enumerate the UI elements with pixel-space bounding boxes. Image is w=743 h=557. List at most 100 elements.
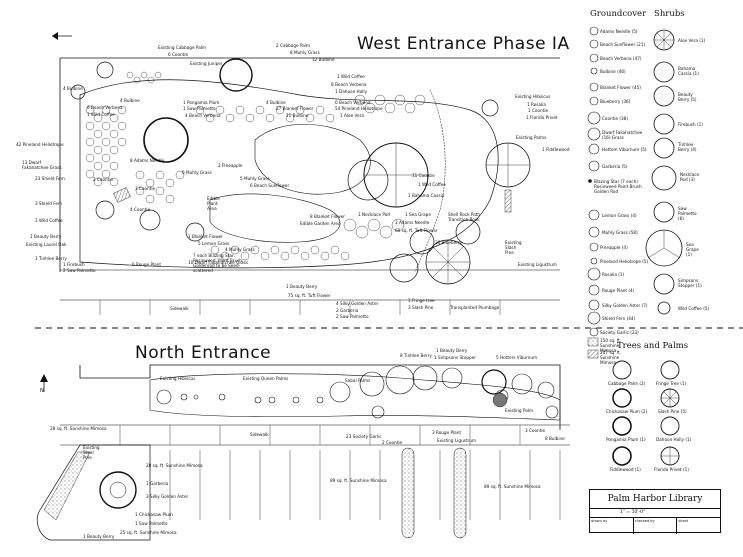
legend-item: 150 sq. ft. Sunshine Mimosa: [600, 338, 622, 353]
plan-label: 4 Silky Golden Aster: [336, 301, 379, 306]
title-block-cell: drawn by: [590, 518, 634, 534]
plan-label: 3 Silky Golden Aster: [146, 494, 189, 499]
plan-label: 26 Blueberry: [435, 240, 463, 245]
plan-label: 1 Tinhlee Berry: [35, 256, 67, 261]
plan-label: Edible Plant Area: [207, 196, 220, 211]
corner-bed: [36, 444, 151, 541]
plan-label: 1 Pongamia Plum: [183, 100, 220, 105]
plan-label: 2 Coontie: [93, 177, 114, 182]
plan-label: Sabal Palms: [345, 378, 371, 383]
plan-label: 5 Hotters Viburnum: [496, 355, 538, 360]
legend-item: Society Garlic (23): [600, 330, 639, 335]
legend-shrub-symbols: [645, 29, 683, 315]
legend-item: Bulbine (46): [600, 69, 626, 74]
plan-label: 3 Shield Fern: [35, 201, 63, 206]
plan-label: 1 Florida Privet: [526, 115, 558, 120]
plan-label: 1 Coontie: [528, 108, 549, 113]
plan-label: 12 Bulbine: [312, 57, 335, 62]
plan-label: 42 Pineland Heliotrope: [16, 142, 64, 147]
plan-label: 1 Wild Coffee: [87, 112, 115, 117]
plan-label: 89 sq. ft. Sunshine Mimosa: [330, 478, 387, 483]
legend-item: Garberia (5): [602, 164, 628, 169]
west-inner-lawn: [254, 124, 371, 195]
plan-label: Existing Laurel Oak: [26, 242, 67, 247]
plan-label: 23 Society Garlic: [346, 434, 382, 439]
legend-item: Bahama Cassia (1): [678, 66, 699, 76]
legend-item: Rosalia (1): [602, 272, 625, 277]
plan-label: Sidewalk: [170, 306, 189, 311]
plan-label: 1 Fiddlewood: [542, 147, 570, 152]
legend-item: Fringe Tree (1): [656, 381, 687, 386]
plan-label: 1 Beauty Berry: [436, 348, 468, 353]
plan-label: 8 Adams Needle: [130, 158, 165, 163]
legend-groundcover-symbols: [587, 26, 601, 337]
plan-label: 11 Coontie: [412, 173, 435, 178]
west-plant-clusters: [85, 71, 426, 261]
legend-item: Tinhlee Berry (4): [678, 142, 697, 152]
plan-label: 1 Dahoon Holly: [335, 89, 368, 94]
legend-item: Saw Palmetto (6): [678, 206, 697, 221]
legend-item: Sea Grape (1): [686, 242, 699, 257]
plan-label: 6 Coontie: [168, 52, 189, 57]
plan-label: 6 Rouge Plant: [132, 262, 162, 267]
plan-label: 89 sq. ft. Sunshine Mimosa: [484, 484, 541, 489]
legend-item: Blazing Star (7 each) Rosinweed Paint Br…: [594, 179, 642, 194]
plan-label: Existing Palm: [505, 408, 534, 413]
plan-label: Existing Slash Pine: [505, 240, 522, 255]
plan-label: 8 Bulbine: [545, 436, 565, 441]
plan-label: 2 Cabbage Palm: [276, 43, 311, 48]
north-entrance-title: North Entrance: [135, 343, 272, 363]
plan-label: 1 Saw Palmetto: [135, 521, 168, 526]
plan-label: 13 Dwarf Fakahatchee Grass: [22, 160, 62, 170]
legend-item: Coontie (38): [602, 116, 629, 121]
legend-item: Adams Needle (5): [600, 29, 638, 34]
plan-label: 54 Pineland Heliotrope: [335, 106, 383, 111]
plan-label: 28 sq. ft. Sunshine Mimosa: [146, 463, 203, 468]
legend-item: Hottom Viburnum (5): [602, 147, 647, 152]
plan-label: 2 Coontie: [382, 440, 403, 445]
plan-label: 1 Sea Grape: [405, 212, 431, 217]
legend-item: Beauty Berry (5): [678, 92, 697, 102]
shrubs-header: Shrubs: [654, 9, 685, 19]
plan-label: 1 Fringe tree: [408, 298, 435, 303]
plan-label: 1 Firebush: [63, 262, 85, 267]
legend-item: Pineland Heliotrope (5): [600, 259, 649, 264]
title-block-rows: drawn by checked by sheet: [590, 518, 720, 534]
plan-label: 8 Muhly Grass: [290, 50, 320, 55]
plan-label: 1 Garberia: [146, 481, 169, 486]
plan-label: 1 Blanket Flower: [188, 234, 223, 239]
plan-label: 2 Pineapple: [218, 163, 243, 168]
title-block-cell: sheet: [678, 519, 689, 523]
title-block-cell: checked by: [634, 518, 678, 534]
north-building-outline: [79, 364, 561, 430]
plan-label: Existing Palms: [516, 135, 547, 140]
plan-label: Sidewalk: [250, 432, 269, 437]
plan-label: 3 Coontie: [525, 428, 546, 433]
plan-label: Existing Cabbage Palm: [158, 45, 207, 50]
legend-item: Necklace Pod (3): [680, 172, 700, 182]
west-entrance-title: West Entrance Phase IA: [357, 34, 570, 54]
legend-item: Pongamia Plum (1): [606, 437, 646, 442]
plan-label: 8 Tinhlee Berry: [400, 353, 432, 358]
plan-label: 4 Coontie: [130, 207, 151, 212]
legend-item: Simpsons Stopper (1): [678, 278, 702, 288]
legend-item: Chickasaw Plum (2): [606, 409, 648, 414]
plan-label: 1 Beauty Berry: [83, 534, 115, 539]
title-block-scale: 1" = 10'-0": [590, 508, 720, 518]
plan-label: 3 Rouge Plant: [432, 430, 462, 435]
parking-island-left: [401, 447, 415, 539]
plan-label: 8 Beach Verbena: [331, 82, 367, 87]
plan-label: 1 Necklace Pod: [358, 212, 390, 217]
parking-lines: [169, 450, 561, 520]
plan-label: 1 Bahama Cassia: [408, 193, 445, 198]
north-bed: [149, 373, 561, 421]
north-arrow-west: [52, 32, 72, 40]
chickasaw-plum-canopy: [99, 471, 137, 509]
legend-item: Muhly Grass (58): [602, 230, 638, 235]
north-arrow-label: N: [40, 388, 44, 394]
plan-label: 2 Saw Palmetto: [63, 268, 96, 273]
plan-label: 1 Saw Palmetto: [183, 106, 216, 111]
legend-item: Wild Coffee (5): [678, 306, 710, 311]
legend-item: Blueberry (36): [600, 99, 631, 104]
legend-item: Florida Privet (1): [654, 467, 689, 472]
